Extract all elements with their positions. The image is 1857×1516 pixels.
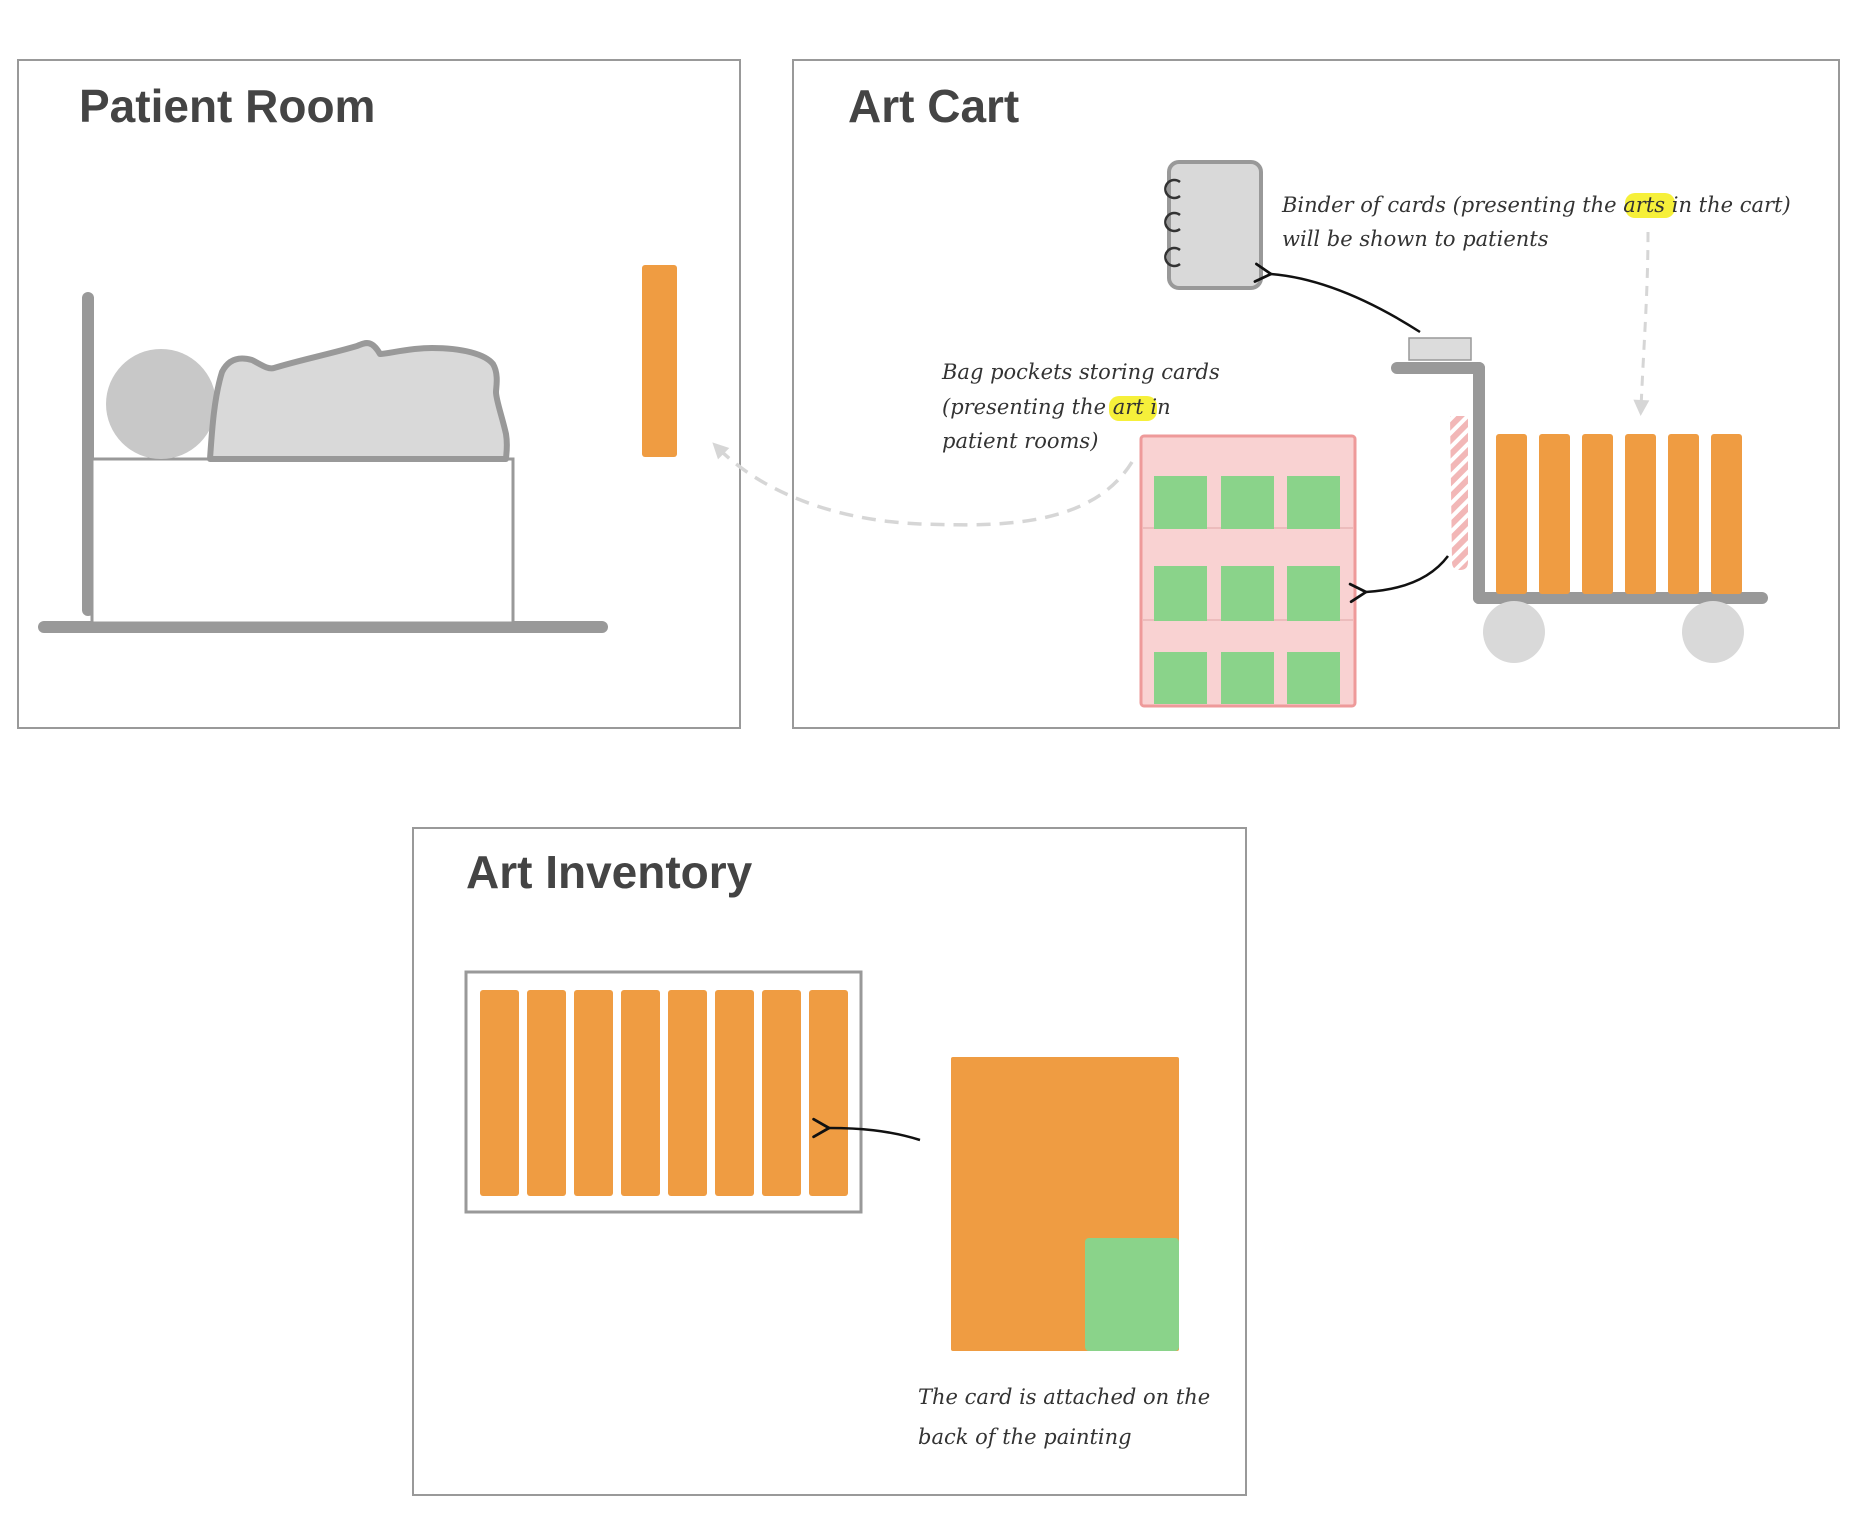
bag-note-line2a: (presenting the bbox=[942, 395, 1113, 419]
pocket-card bbox=[1154, 476, 1207, 529]
binder-note-line1b: in the cart) bbox=[1665, 193, 1791, 217]
bag-note-line3: patient rooms) bbox=[942, 429, 1098, 453]
cart-painting bbox=[1582, 434, 1613, 594]
cart-painting bbox=[1539, 434, 1570, 594]
bag-note-line1: Bag pockets storing cards bbox=[941, 360, 1220, 384]
inventory-painting bbox=[527, 990, 566, 1196]
art-inventory-title: Art Inventory bbox=[466, 846, 753, 898]
inventory-painting bbox=[809, 990, 848, 1196]
patient-room-title: Patient Room bbox=[79, 80, 375, 132]
binder-annotation: Binder of cards (presenting the arts in … bbox=[1281, 193, 1791, 251]
card-annotation: The card is attached on the back of the … bbox=[918, 1385, 1210, 1449]
card-note-line1: The card is attached on the bbox=[918, 1385, 1210, 1409]
inventory-rack bbox=[464, 970, 863, 1214]
inventory-painting bbox=[668, 990, 707, 1196]
hanging-bag-strap bbox=[1450, 416, 1468, 570]
cart-wheel bbox=[1483, 601, 1545, 663]
pocket-card bbox=[1221, 652, 1274, 704]
pocket-card bbox=[1287, 476, 1340, 529]
art-inventory-panel: Art Inventory The card is attached on th… bbox=[412, 827, 1247, 1496]
bag-pockets-icon bbox=[1139, 434, 1357, 708]
patient-room-panel: Patient Room bbox=[17, 59, 741, 729]
binder-note-line2: will be shown to patients bbox=[1282, 227, 1549, 251]
cart-painting bbox=[1625, 434, 1656, 594]
inventory-painting bbox=[480, 990, 519, 1196]
inventory-painting bbox=[715, 990, 754, 1196]
cart-icon bbox=[1391, 337, 1768, 663]
cart-binder-tray bbox=[1408, 337, 1472, 361]
binder-note-line1a: Binder of cards (presenting the bbox=[1281, 193, 1623, 217]
binder-icon bbox=[1164, 160, 1263, 290]
pocket-card bbox=[1154, 566, 1207, 621]
binder-to-paintings-arrow bbox=[1633, 231, 1650, 416]
binder-note-highlight: arts bbox=[1623, 193, 1665, 217]
svg-text:Binder of cards (presenting th: Binder of cards (presenting the arts in … bbox=[1281, 193, 1791, 217]
pocket-card bbox=[1154, 652, 1207, 704]
painting-back-icon bbox=[951, 1057, 1179, 1351]
cart-wheel bbox=[1682, 601, 1744, 663]
attached-card bbox=[1085, 1238, 1179, 1351]
painting-to-rack-arrow bbox=[812, 1117, 921, 1142]
pocket-card bbox=[1221, 566, 1274, 621]
svg-text:(presenting the art in: (presenting the art in bbox=[942, 395, 1171, 419]
inventory-painting bbox=[621, 990, 660, 1196]
patient-icon bbox=[106, 340, 510, 462]
cart-painting bbox=[1496, 434, 1527, 594]
wall-painting bbox=[642, 265, 677, 457]
bag-note-line2b: in bbox=[1144, 395, 1171, 419]
cart-painting bbox=[1711, 434, 1742, 594]
pocket-card bbox=[1221, 476, 1274, 529]
bag-note-highlight: art bbox=[1113, 395, 1145, 419]
art-cart-title: Art Cart bbox=[848, 80, 1019, 132]
pocket-card bbox=[1287, 652, 1340, 704]
cart-to-binder-arrow bbox=[1253, 262, 1421, 334]
cart-to-bag-arrow bbox=[1348, 555, 1449, 604]
cart-painting bbox=[1668, 434, 1699, 594]
art-cart-panel: Art Cart Binder of cards (presenting the… bbox=[792, 59, 1840, 729]
card-note-line2: back of the painting bbox=[918, 1425, 1132, 1449]
inventory-painting bbox=[574, 990, 613, 1196]
bag-annotation: Bag pockets storing cards (presenting th… bbox=[941, 360, 1220, 453]
inventory-painting bbox=[762, 990, 801, 1196]
bag-to-patient-room-arrow bbox=[712, 442, 1134, 527]
pocket-card bbox=[1287, 566, 1340, 621]
